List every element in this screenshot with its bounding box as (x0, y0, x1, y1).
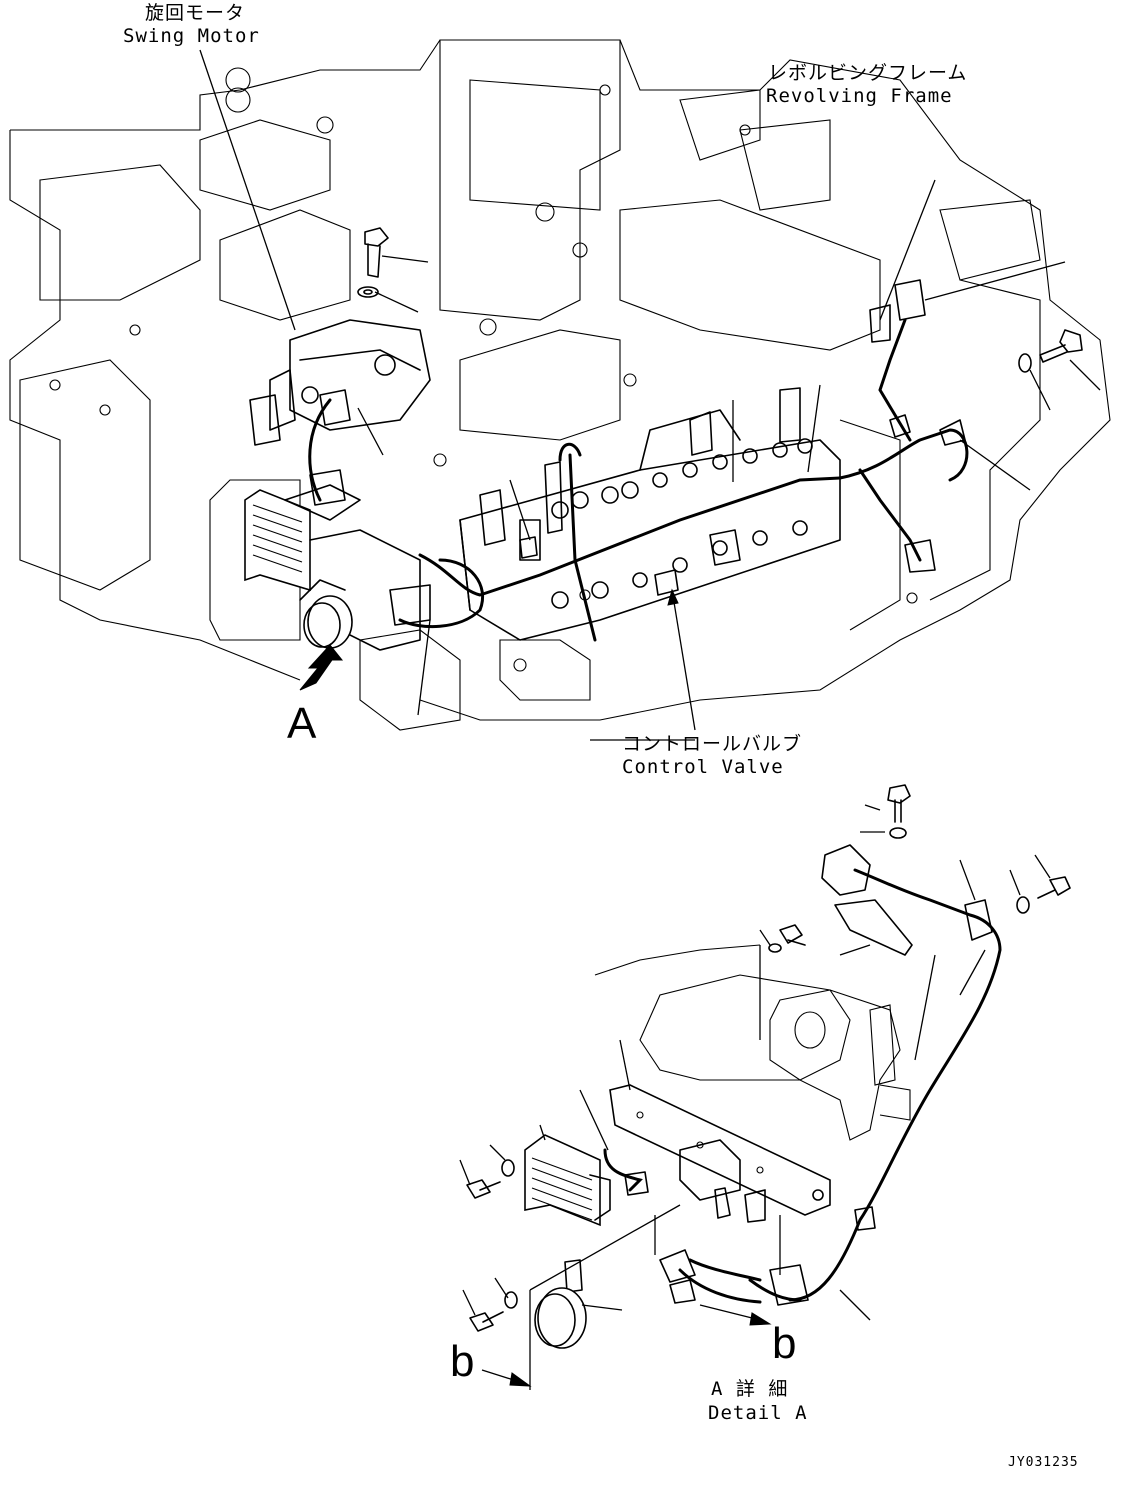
control-valve-label-jp: コントロールバルブ (622, 733, 803, 755)
bolts-washers-detail (466, 784, 1071, 1332)
controller-box-detail (524, 1134, 731, 1227)
wiring-harness-detail (659, 844, 1002, 1306)
detail-a-label-en: Detail A (708, 1402, 808, 1424)
mounting-bracket (609, 1084, 831, 1223)
swing-motor-body (249, 319, 431, 446)
revolving-frame-label-en: Revolving Frame (766, 85, 953, 107)
control-valve-body (459, 387, 841, 641)
section-letter-b-left: b (450, 1337, 475, 1386)
swing-motor-label-jp: 旋回モータ (145, 2, 246, 24)
leader-lines-top (199, 49, 1101, 741)
swing-motor-label-en: Swing Motor (123, 25, 260, 47)
drawing-id: JY031235 (1008, 1455, 1079, 1470)
detail-a-label-jp: A 詳 細 (711, 1378, 789, 1400)
view-direction-arrow-icon (299, 644, 344, 691)
wiring-harness-top (308, 279, 969, 642)
bolt-and-washer-top (357, 227, 1083, 373)
section-arrow-icon (481, 1304, 772, 1387)
view-letter-a: A (287, 699, 317, 748)
section-letter-b-right: b (772, 1319, 797, 1368)
leader-lines-detail (459, 804, 1051, 1390)
buzzer-top (299, 579, 353, 649)
revolving-frame-outline (9, 39, 1111, 731)
control-valve-label-en: Control Valve (622, 756, 784, 778)
buzzer-detail (534, 1259, 587, 1349)
detail-frame-outline (594, 944, 911, 1141)
revolving-frame-label-jp: レボルビングフレーム (768, 62, 968, 84)
